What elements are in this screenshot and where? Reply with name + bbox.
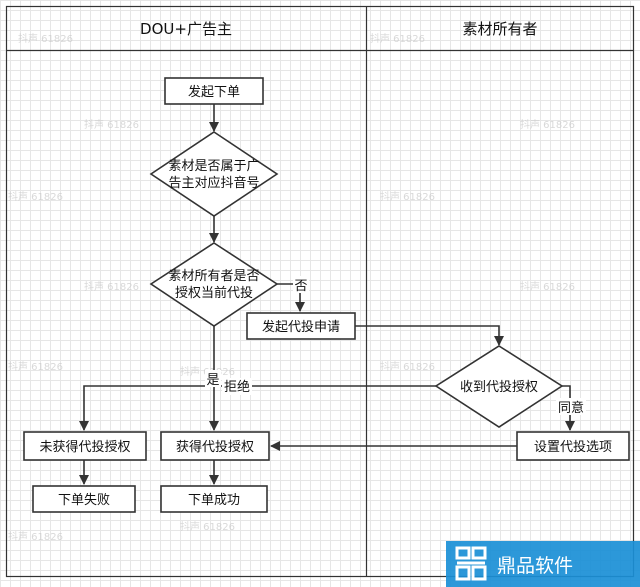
node-q1-label-line2: 告主对应抖音号 <box>168 175 259 191</box>
node-got <box>160 431 270 461</box>
node-apply-label: 发起代投申请 <box>262 319 340 335</box>
node-not-got <box>23 431 147 461</box>
node-success <box>160 485 268 513</box>
node-fail <box>32 485 136 513</box>
edge-label-agree: 同意 <box>558 400 584 416</box>
node-fail-label: 下单失败 <box>58 493 110 508</box>
node-q2-label-line2: 授权当前代投 <box>175 285 253 301</box>
edge-label-bg <box>205 370 221 387</box>
node-receive-authorization <box>434 345 564 428</box>
node-not-got-label: 未获得代投授权 <box>39 439 130 455</box>
edge-receive-agree-to-set <box>562 385 575 431</box>
watermark: 抖声 61826 <box>8 360 63 373</box>
edge-label-no: 否 <box>294 279 307 294</box>
node-q1-label-line1: 素材是否属于广 <box>168 159 259 174</box>
node-set-option-label: 设置代投选项 <box>534 439 612 455</box>
node-apply <box>246 312 356 340</box>
swimlane-frame <box>5 5 635 578</box>
connectors <box>79 104 575 485</box>
watermark: 抖声 61826 <box>380 360 435 373</box>
node-decision-material-owner <box>149 131 279 217</box>
watermark: 抖声 61826 <box>380 190 435 203</box>
node-start-label: 发起下单 <box>188 84 240 100</box>
node-q2-label-line1: 素材所有者是否 <box>168 269 259 284</box>
edge-label-reject: 拒绝 <box>224 379 250 395</box>
lane-title-advertiser: DOU+广告主 <box>140 20 232 38</box>
lane-title-material-owner: 素材所有者 <box>462 20 537 38</box>
watermark: 抖声 61826 <box>370 32 425 45</box>
dingpin-logo-icon <box>455 546 487 581</box>
brand-badge: 鼎品软件 <box>446 541 640 587</box>
edge-apply-to-receive <box>355 325 504 346</box>
node-got-label: 获得代投授权 <box>176 439 254 455</box>
node-success-label: 下单成功 <box>188 493 240 508</box>
watermark: 抖声 61826 <box>18 32 73 45</box>
watermark: 抖声 61826 <box>8 530 63 543</box>
watermark-group: 抖声 61826 抖声 61826 抖声 61826 抖声 61826 抖声 6… <box>8 32 575 543</box>
edge-label-bg <box>222 378 252 395</box>
node-decision-authorized <box>149 242 279 327</box>
watermark: 抖声 61826 <box>180 520 235 533</box>
watermark: 抖声 61826 <box>8 190 63 203</box>
watermark: 抖声 61826 <box>84 280 139 293</box>
watermark: 抖声 61826 <box>84 118 139 131</box>
edge-label-bg <box>293 276 309 293</box>
node-receive-label: 收到代投授权 <box>460 379 538 395</box>
watermark: 抖声 61826 <box>520 280 575 293</box>
node-start <box>164 77 264 105</box>
node-set-option <box>516 431 630 461</box>
watermark: 抖声 61826 <box>520 118 575 131</box>
edge-label-bg <box>556 398 586 415</box>
edge-label-yes: 是 <box>206 373 219 388</box>
brand-name: 鼎品软件 <box>497 555 573 577</box>
edge-receive-reject-to-not-got <box>79 385 436 431</box>
